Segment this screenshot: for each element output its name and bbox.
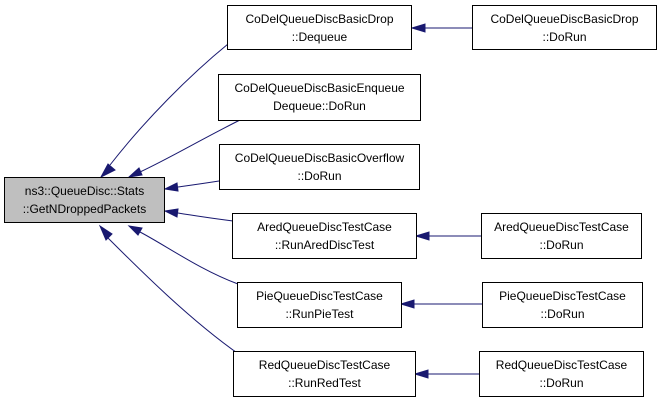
node-ared-run-ared-disc-test[interactable]: AredQueueDiscTestCase ::RunAredDiscTest [232, 213, 417, 259]
node-codel-basic-overflow-dorun[interactable]: CoDelQueueDiscBasicOverflow ::DoRun [219, 144, 420, 190]
node-basicenqueue-line2: Dequeue::DoRun [273, 99, 366, 113]
node-pie-run-pie-test[interactable]: PieQueueDiscTestCase ::RunPieTest [237, 282, 402, 328]
node-redrun-line2: ::DoRun [539, 376, 583, 390]
node-pierun-line1: PieQueueDiscTestCase [499, 289, 626, 303]
edge-aredtest-to-root [177, 212, 234, 222]
node-codel-basic-drop-dequeue[interactable]: CoDelQueueDiscBasicDrop ::Dequeue [227, 5, 412, 50]
node-basicdrop-line1: CoDelQueueDiscBasicDrop [245, 12, 393, 26]
node-aredrun-line2: ::DoRun [539, 238, 583, 252]
node-redrun-line1: RedQueueDiscTestCase [496, 358, 628, 372]
node-pierun-line2: ::DoRun [540, 307, 584, 321]
edge-basicenqueue-to-root [139, 119, 241, 173]
node-red-run-red-test[interactable]: RedQueueDiscTestCase ::RunRedTest [233, 351, 416, 397]
edge-arrow-pierun-pietest [399, 299, 415, 309]
node-root[interactable]: ns3::QueueDisc::Stats ::GetNDroppedPacke… [4, 177, 165, 223]
edge-arrow-pietest-root [127, 225, 143, 236]
edges [98, 23, 482, 379]
edge-basicoverflow-to-root [177, 180, 220, 188]
node-redtest-line1: RedQueueDiscTestCase [259, 358, 391, 372]
edge-arrow-basicdroprun-basicdrop [410, 23, 426, 33]
edge-arrow-basicenqueue-root [127, 167, 143, 178]
edge-redtest-to-root [107, 237, 241, 356]
node-root-line1: ns3::QueueDisc::Stats [25, 184, 144, 198]
node-basicenqueue-line1: CoDelQueueDiscBasicEnqueue [234, 81, 404, 95]
node-root-line2: ::GetNDroppedPackets [23, 202, 146, 216]
node-ared-dorun[interactable]: AredQueueDiscTestCase ::DoRun [481, 213, 642, 259]
node-basicoverflow-line1: CoDelQueueDiscBasicOverflow [235, 151, 405, 165]
node-red-dorun[interactable]: RedQueueDiscTestCase ::DoRun [479, 351, 644, 397]
edge-arrow-aredtest-root [163, 208, 179, 218]
edge-arrow-redtest-root [98, 224, 113, 241]
node-aredtest-line1: AredQueueDiscTestCase [257, 220, 392, 234]
node-basicdroprun-line2: ::DoRun [542, 30, 586, 44]
edge-pietest-to-root [139, 231, 239, 285]
node-pietest-line1: PieQueueDiscTestCase [256, 289, 383, 303]
edge-arrow-redrun-redtest [413, 369, 429, 379]
edge-arrow-basicdrop-root [99, 163, 116, 179]
node-aredrun-line1: AredQueueDiscTestCase [494, 220, 629, 234]
node-basicdrop-line2: ::Dequeue [292, 30, 348, 44]
node-redtest-line2: ::RunRedTest [288, 376, 361, 390]
node-basicdroprun-line1: CoDelQueueDiscBasicDrop [490, 12, 638, 26]
node-aredtest-line2: ::RunAredDiscTest [275, 238, 375, 252]
node-codel-basic-enqueue-dequeue-dorun[interactable]: CoDelQueueDiscBasicEnqueue Dequeue::DoRu… [218, 74, 421, 121]
node-pie-dorun[interactable]: PieQueueDiscTestCase ::DoRun [482, 282, 643, 328]
edge-arrow-aredrun-aredtest [414, 231, 430, 241]
node-pietest-line2: ::RunPieTest [285, 307, 354, 321]
node-basicoverflow-line2: ::DoRun [297, 169, 341, 183]
edge-arrow-basicoverflow-root [163, 182, 179, 192]
node-codel-basic-drop-dorun[interactable]: CoDelQueueDiscBasicDrop ::DoRun [472, 5, 657, 50]
edge-basicdrop-to-root [109, 43, 229, 166]
